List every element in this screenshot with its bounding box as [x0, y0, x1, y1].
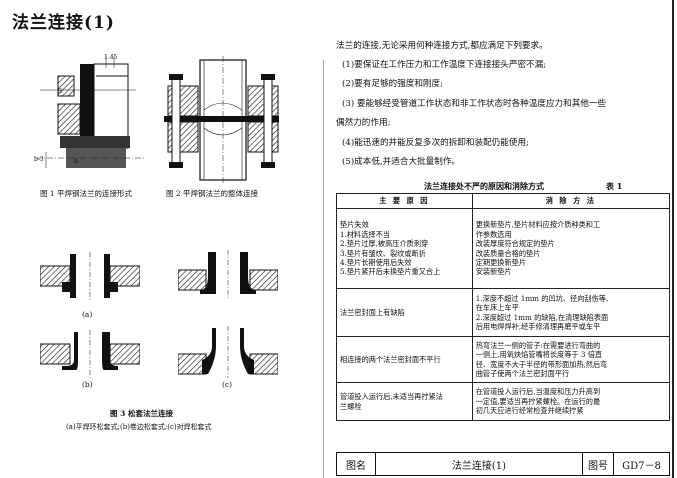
dim-label: 1.45 — [104, 54, 118, 61]
requirement-item: (2)要有足够的强度和刚度; — [342, 79, 444, 89]
cell-line: 3.垫片有皱纹、裂纹或断折 — [340, 248, 426, 258]
title-block-name: 法兰连接(1) — [376, 453, 583, 475]
cell-line: 2.深度超过 1mm 的缺陷,在清理缺陷表面 — [475, 312, 609, 322]
figure-2-caption: 图 2 平焊钢法兰的整体连接 — [166, 189, 259, 198]
figure-3-subcaption: (a)平焊环松套式;(b)卷边松套式;(c)对焊松套式 — [66, 423, 212, 431]
page-title: 法兰连接(1) — [12, 13, 115, 33]
cell-line: 兰螺栓 — [340, 401, 362, 411]
figure-3a-label: (a) — [82, 310, 93, 319]
cell-line: 垫片失效 — [340, 220, 369, 230]
cause-cell: 相连接的两个法兰密封面不平行 — [336, 336, 473, 383]
cell-line: 后用电焊焊补,经手修清理再磨平或车平 — [475, 321, 601, 331]
table-title: 法兰连接处不严的原因和消除方式 — [424, 181, 544, 191]
cell-line: 法兰密封面上有缺陷 — [340, 307, 405, 317]
divider — [323, 60, 324, 478]
cell-line: 一侧上,用氧炔焰管嘴将长度等于 3 倍直 — [475, 350, 603, 360]
intro-text: 法兰的连接,无论采用何种连接方式,都应满足下列要求。 — [336, 41, 548, 51]
figure-1-caption: 图 1 平焊钢法兰的连接形式 — [40, 189, 133, 198]
cell-line: 热弯法兰一侧的管子:在需要进行弯曲的 — [475, 340, 601, 350]
title-block-name-label: 图名 — [337, 453, 376, 475]
table-header: 主 要 原 因 — [336, 193, 473, 209]
figure-3a2-drawing — [178, 250, 278, 298]
remedy-cell: 1.深度不超过 1mm 的凹坑、径向刮伤等, 在车床上车平 2.深度超过 1mm… — [471, 288, 671, 337]
cell-line: 径、宽度不大于半径的带形面加热,然后弯 — [475, 359, 608, 369]
table-number: 表 1 — [606, 181, 623, 191]
requirement-item: (5)成本低,并适合大批量制作。 — [342, 157, 461, 167]
table-row: 法兰密封面上有缺陷 1.深度不超过 1mm 的凹坑、径向刮伤等, 在车床上车平 … — [336, 288, 671, 337]
cause-cell: 法兰密封面上有缺陷 — [336, 288, 473, 337]
figure-2-drawing — [164, 56, 279, 184]
table-row: 管道投入运行后,未适当再拧紧法 兰螺栓 在管道投入运行后,当温度和压力升高到 一… — [336, 382, 671, 421]
title-block-number-label: 图号 — [583, 453, 614, 475]
cell-line: 作参数选用 — [475, 229, 512, 239]
cell-line: 初几天应进行经常检查并继续拧紧 — [475, 406, 584, 416]
figure-3b-drawing — [40, 330, 140, 378]
table-row: 垫片失效 1.材料选择不当 2.垫片过厚,被高压介质刺穿 3.垫片有皱纹、裂纹或… — [336, 208, 671, 289]
cause-remedy-table: 主 要 原 因 消 除 方 法 垫片失效 1.材料选择不当 2.垫片过厚,被高压… — [336, 193, 671, 421]
page-border — [672, 0, 674, 478]
cell-line: 1.深度不超过 1mm 的凹坑、径向刮伤等, — [475, 293, 609, 303]
table-header-row: 主 要 原 因 消 除 方 法 — [336, 193, 671, 209]
cell-line: 1.材料选择不当 — [340, 229, 390, 239]
remedy-cell: 热弯法兰一侧的管子:在需要进行弯曲的 一侧上,用氧炔焰管嘴将长度等于 3 倍直 … — [471, 336, 671, 383]
requirement-item: (3) 要能够经受管道工作状态和非工作状态时各种温度应力和其他一些 — [342, 99, 607, 109]
figure-3c-label: (c) — [222, 380, 233, 389]
remedy-cell: 更换新垫片,垫片材料应按介质种类和工 作参数选用 改装厚度符合规定的垫片 改装质… — [471, 208, 671, 289]
remedy-cell: 在管道投入运行后,当温度和压力升高到 一定值,要适当再拧紧螺栓。在运行的最 初几… — [471, 382, 671, 421]
cell-line: 更换新垫片,垫片材料应按介质种类和工 — [475, 220, 601, 230]
cell-line: 改装厚度符合规定的垫片 — [475, 239, 555, 249]
requirement-item: 偶然力的作用; — [336, 118, 391, 128]
cell-line: 管道投入运行后,未适当再拧紧法 — [340, 392, 443, 402]
cell-line: 在管道投入运行后,当温度和压力升高到 — [475, 387, 601, 397]
cause-cell: 管道投入运行后,未适当再拧紧法 兰螺栓 — [336, 382, 473, 421]
cell-line: 在车床上车平 — [475, 303, 519, 313]
cell-line: 曲管子使两个法兰密封面平行 — [475, 368, 570, 378]
figure-1-drawing — [36, 56, 146, 168]
figure-3b-label: (b) — [82, 380, 93, 389]
cell-line: 5.垫片紧开后未换垫片重又合上 — [340, 267, 441, 277]
cell-line: 4.垫片长期使用后失效 — [340, 257, 412, 267]
dim-label: S — [58, 88, 63, 95]
cause-cell: 垫片失效 1.材料选择不当 2.垫片过厚,被高压介质刺穿 3.垫片有皱纹、裂纹或… — [336, 208, 473, 289]
table-row: 相连接的两个法兰密封面不平行 热弯法兰一侧的管子:在需要进行弯曲的 一侧上,用氧… — [336, 336, 671, 383]
figure-3-caption: 图 3 松套法兰连接 — [110, 409, 173, 418]
cell-line: 改装质量合格的垫片 — [475, 248, 541, 258]
title-block: 图名 法兰连接(1) 图号 GD7－8 — [336, 452, 670, 476]
cell-line: 2.垫片过厚,被高压介质刺穿 — [340, 239, 429, 249]
requirement-item: (4)能迅速的并能反复多次的拆卸和装配仍能使用; — [342, 138, 529, 148]
cell-line: 安装新垫片 — [475, 267, 512, 277]
dim-label: b-3 — [34, 156, 44, 163]
title-block-number: GD7－8 — [622, 460, 661, 472]
figure-3a-drawing — [40, 252, 140, 300]
table-header: 消 除 方 法 — [471, 193, 671, 209]
cell-line: 相连接的两个法兰密封面不平行 — [340, 354, 441, 364]
cell-line: 定期更换新垫片 — [475, 257, 527, 267]
cell-line: 一定值,要适当再拧紧螺栓。在运行的最 — [475, 396, 601, 406]
requirement-item: (1)要保证在工作压力和工作温度下连接接头严密不漏; — [342, 60, 547, 70]
dim-label: b — [74, 158, 78, 165]
figure-3c-drawing — [178, 326, 278, 378]
